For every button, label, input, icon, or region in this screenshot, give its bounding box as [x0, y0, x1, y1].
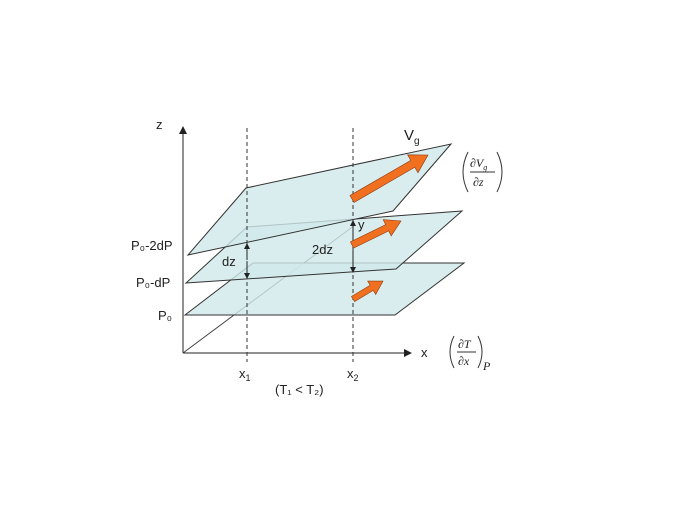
svg-text:∂Vg: ∂Vg — [470, 156, 487, 172]
p0-label: P₀ — [158, 308, 172, 323]
x2-label: x2 — [347, 366, 359, 383]
x1-label: x1 — [239, 366, 251, 383]
y-axis-label: y — [358, 217, 365, 232]
vg-label: Vg — [404, 127, 420, 147]
svg-text:∂z: ∂z — [473, 175, 484, 189]
wind-arrow-lower — [351, 280, 384, 302]
wind-arrow-middle — [350, 219, 402, 249]
svg-text:∂x: ∂x — [458, 354, 470, 368]
svg-text:P: P — [482, 359, 491, 373]
2dz-label: 2dz — [312, 242, 333, 257]
vertical-shear-expression: ∂Vg ∂z — [462, 151, 503, 193]
plane-p0-2dp — [186, 143, 453, 256]
temperature-gradient-expression: ∂T ∂x P — [449, 335, 491, 373]
wind-arrow-upper — [349, 154, 429, 203]
p0-2dp-label: P₀-2dP — [131, 238, 173, 253]
svg-text:∂T: ∂T — [458, 337, 472, 351]
z-axis-label: z — [156, 117, 163, 132]
p0-dp-label: P₀-dP — [136, 275, 170, 290]
dz-label: dz — [222, 254, 236, 269]
temperature-relation: (T₁ < T₂) — [275, 382, 324, 397]
x-axis-label: x — [421, 345, 428, 360]
